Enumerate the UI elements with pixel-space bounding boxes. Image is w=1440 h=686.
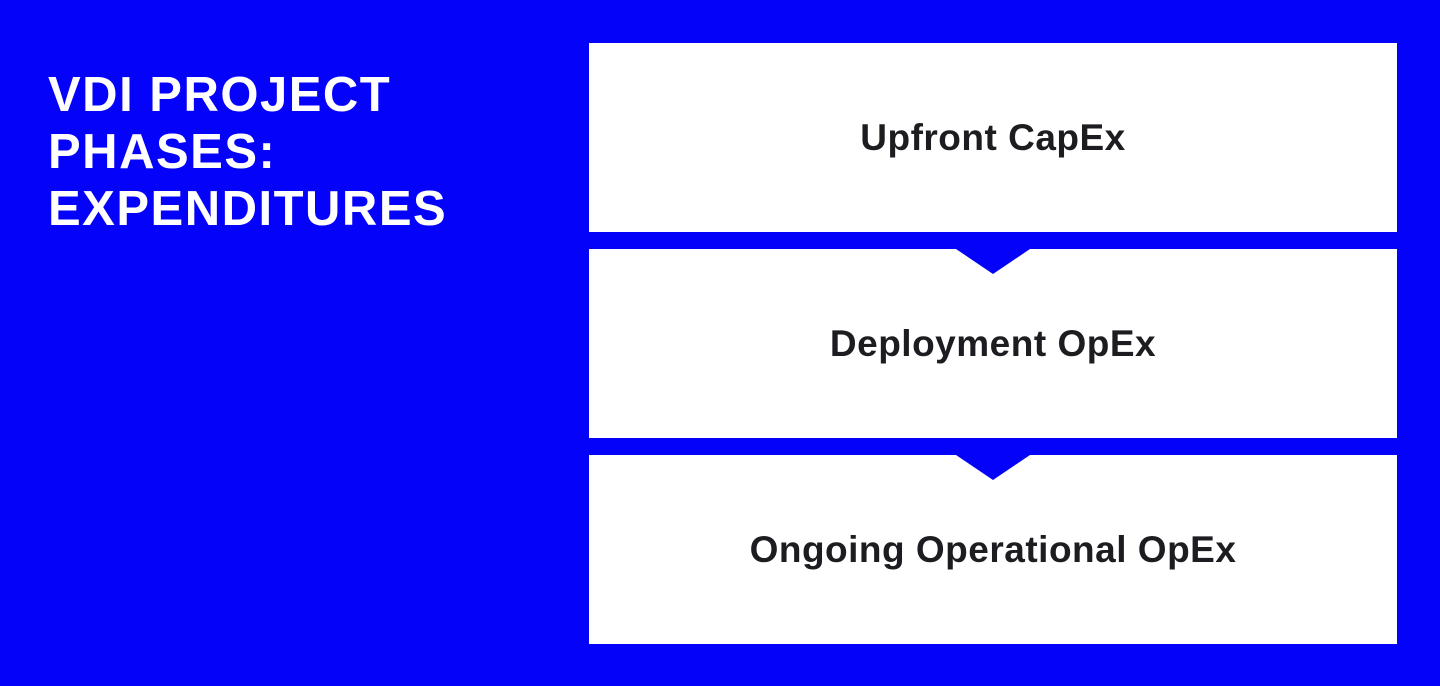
phase-box-label: Deployment OpEx: [829, 322, 1157, 364]
phase-box-deployment-opex: Deployment OpEx: [589, 249, 1397, 438]
phase-box-label: Ongoing Operational OpEx: [749, 528, 1237, 570]
chevron-down-icon: [956, 455, 1030, 480]
page-title-line: VDI PROJECT: [48, 67, 392, 122]
page-title-line: EXPENDITURES: [48, 181, 448, 236]
page-title: VDI PROJECT PHASES: EXPENDITURES: [48, 67, 447, 238]
phase-box-upfront-capex: Upfront CapEx: [589, 43, 1397, 232]
phase-box-ongoing-operational-opex: Ongoing Operational OpEx: [589, 455, 1397, 644]
phase-box-label: Upfront CapEx: [860, 116, 1126, 158]
page-title-line: PHASES:: [48, 124, 277, 179]
phase-flow-diagram: Upfront CapEx Deployment OpEx Ongoing Op…: [589, 43, 1397, 644]
chevron-down-icon: [956, 249, 1030, 274]
